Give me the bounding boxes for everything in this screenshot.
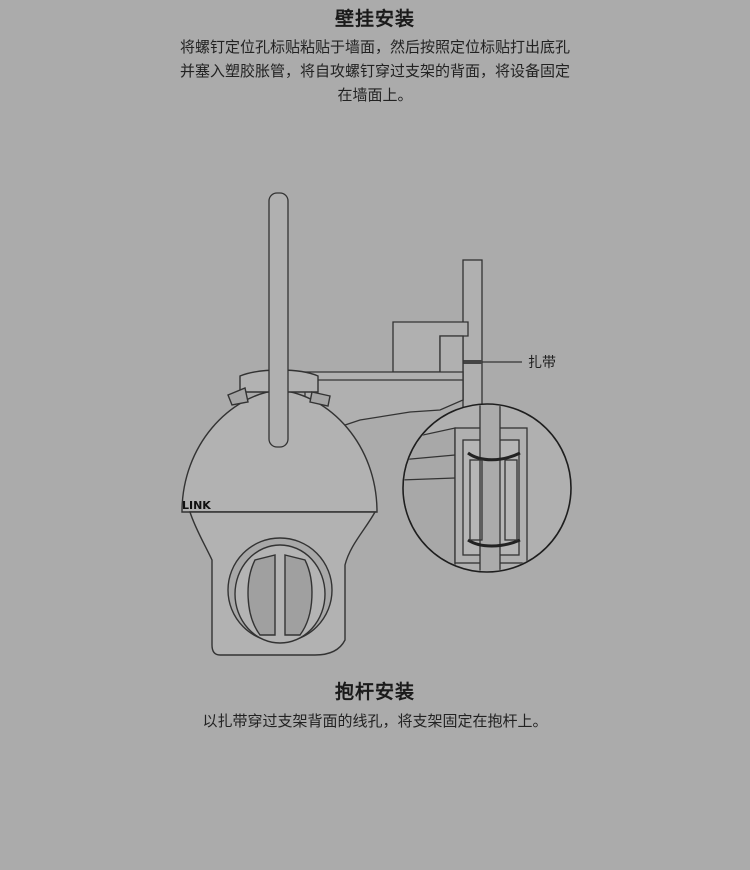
wall-mount-description: 将螺钉定位孔标贴粘贴于墙面，然后按照定位标贴打出底孔并塞入塑胶胀管，将自攻螺钉穿… [179, 38, 570, 104]
callout-label: 扎带 [528, 355, 556, 371]
camera-body [181, 369, 378, 656]
brand-label: LINK [182, 499, 211, 512]
antenna [268, 192, 289, 448]
wall-bracket [304, 321, 469, 431]
pole-mount-title: 抱杆安装 [334, 681, 415, 703]
pole [462, 259, 483, 416]
zoom-detail [402, 403, 572, 573]
wall-mount-title: 壁挂安装 [334, 8, 415, 30]
cable-tie [463, 360, 482, 364]
pole-mount-description: 以扎带穿过支架背面的线孔，将支架固定在抱杆上。 [202, 712, 548, 730]
